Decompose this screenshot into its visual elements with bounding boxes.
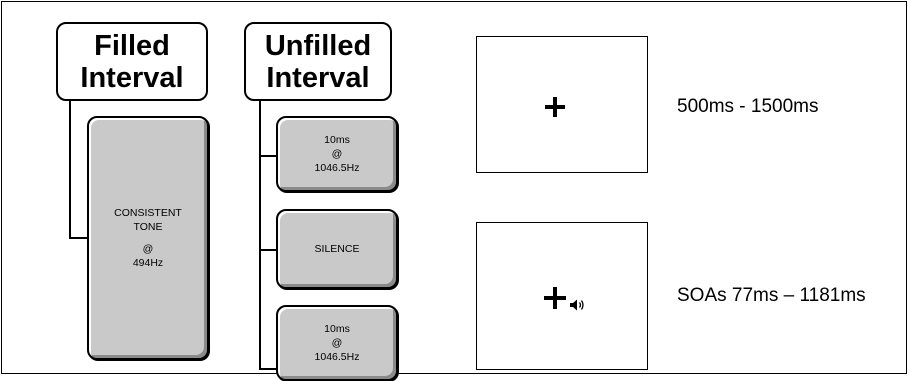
unfilled-connector-1	[259, 155, 277, 157]
silence-box: SILENCE	[276, 209, 398, 289]
unfilled-interval-header: Unfilled Interval	[244, 22, 392, 101]
tone-pulse-box-1: 10ms @ 1046.5Hz	[276, 116, 398, 192]
tone-line-2: TONE	[133, 221, 163, 233]
tone-pulse-box-2: 10ms @ 1046.5Hz	[276, 305, 398, 381]
filled-interval-header: Filled Interval	[56, 22, 208, 101]
unfilled-header-line1: Unfilled	[264, 29, 372, 62]
unfilled-header-line2: Interval	[266, 61, 370, 94]
filled-header-line2: Interval	[80, 61, 184, 94]
filled-connector-vertical	[69, 101, 71, 239]
pulse2-frequency: 1046.5Hz	[314, 351, 360, 363]
unfilled-connector-3	[259, 368, 277, 370]
figure-frame	[1, 1, 907, 374]
filled-header-line1: Filled	[94, 29, 170, 62]
pulse1-duration: 10ms	[324, 134, 350, 146]
tone-line-1: CONSISTENT	[114, 207, 182, 219]
soa-range-label: SOAs 77ms – 1181ms	[677, 285, 866, 306]
fixation-screen	[476, 36, 648, 173]
pulse1-frequency: 1046.5Hz	[314, 162, 360, 174]
filled-connector-horizontal	[69, 237, 89, 239]
consistent-tone-box: CONSISTENT TONE @ 494Hz	[87, 116, 209, 360]
tone-onset-screen	[476, 222, 648, 370]
pulse2-duration: 10ms	[324, 323, 350, 335]
fixation-plus-icon	[545, 97, 565, 117]
silence-label: SILENCE	[314, 243, 360, 255]
pulse2-at: @	[331, 337, 343, 349]
tone-line-3: @	[142, 243, 154, 255]
unfilled-connector-2	[259, 249, 277, 251]
pulse1-at: @	[331, 148, 343, 160]
speaker-icon	[570, 299, 584, 311]
tone-line-4: 494Hz	[132, 257, 164, 269]
fixation-plus-icon-2	[544, 287, 566, 309]
unfilled-connector-vertical	[259, 101, 261, 370]
fixation-duration-label: 500ms - 1500ms	[677, 96, 819, 117]
